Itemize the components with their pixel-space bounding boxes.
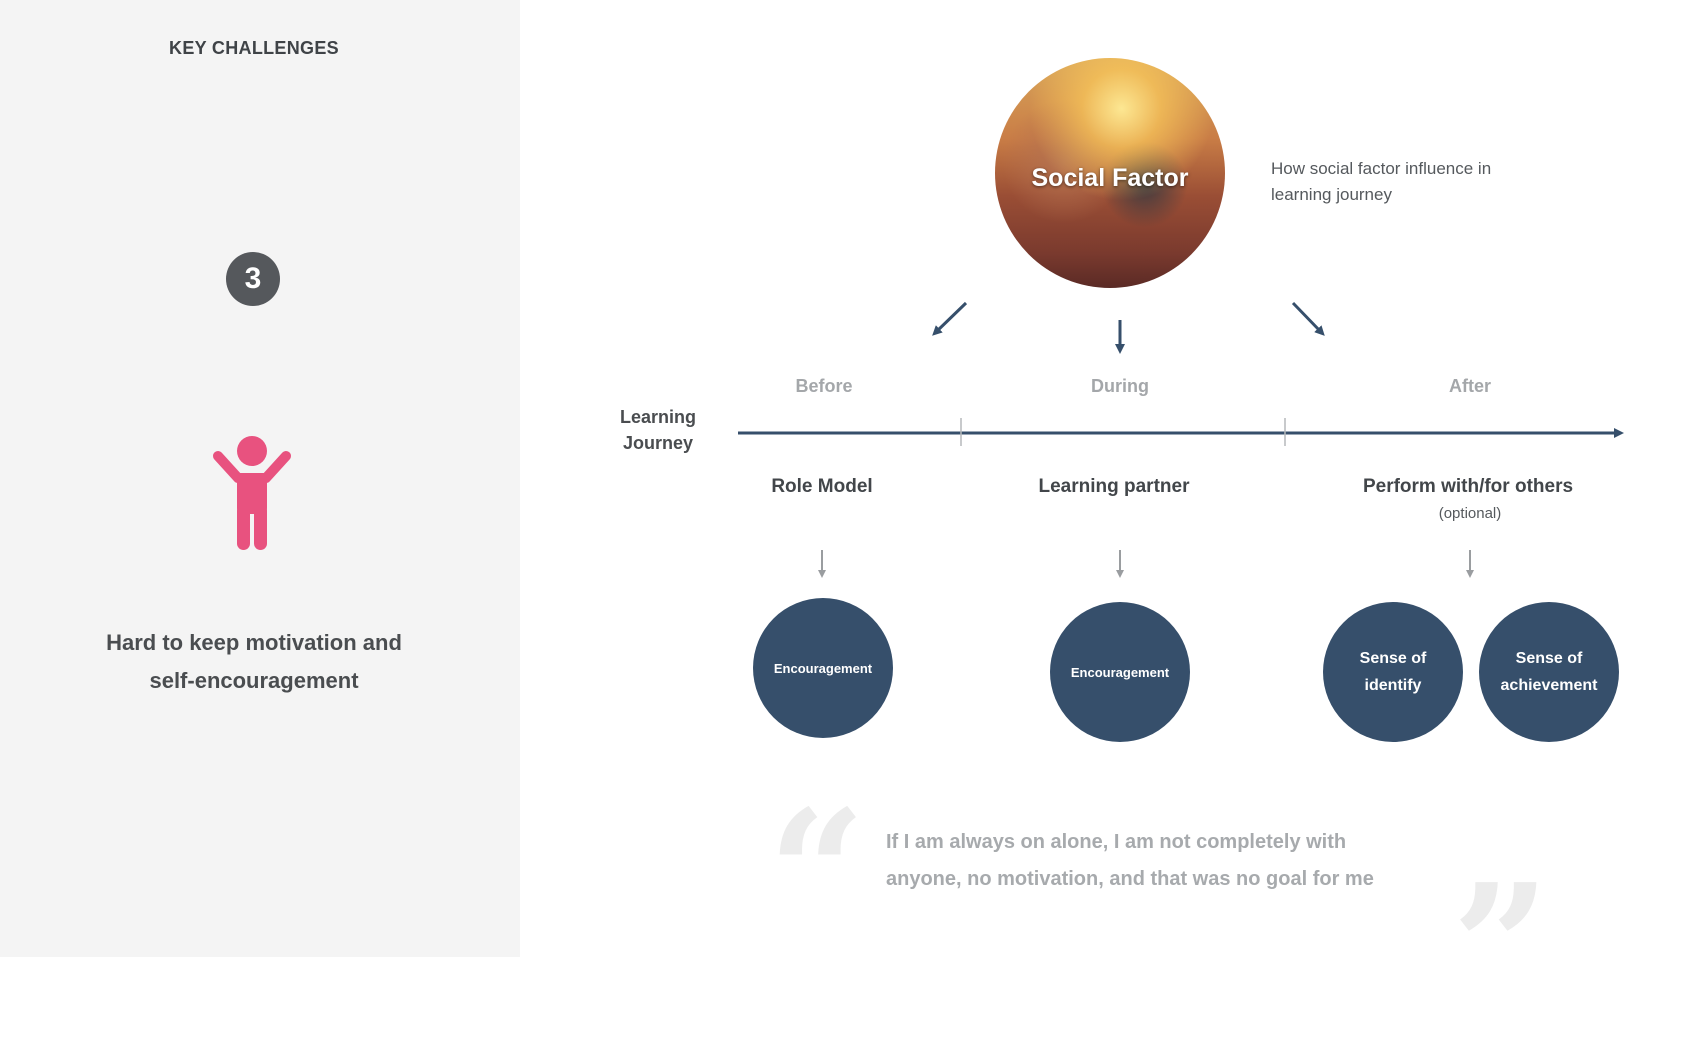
social-factor-description: How social factor influence in learning … bbox=[1271, 156, 1531, 208]
panel-heading: KEY CHALLENGES bbox=[169, 38, 339, 58]
challenge-description: Hard to keep motivation and self-encoura… bbox=[60, 624, 448, 700]
open-quote-icon: “ bbox=[768, 773, 866, 973]
outcome-sense-of-achievement: Sense of achievement bbox=[1479, 602, 1619, 742]
description-line-1: How social factor influence in bbox=[1271, 159, 1492, 178]
close-quote-icon: ” bbox=[1452, 847, 1550, 1047]
outcome-sense-of-identify: Sense of identify bbox=[1323, 602, 1463, 742]
challenge-line-2: self-encouragement bbox=[149, 668, 359, 693]
description-line-2: learning journey bbox=[1271, 185, 1392, 204]
outcome-label-line-1: Sense of bbox=[1515, 650, 1583, 667]
outcome-encouragement-1: Encouragement bbox=[753, 598, 893, 738]
outcome-label: Encouragement bbox=[1070, 664, 1170, 680]
journey-label-line-1: Learning bbox=[619, 407, 696, 427]
social-factor-photo bbox=[995, 58, 1225, 288]
challenge-line-1: Hard to keep motivation and bbox=[106, 630, 402, 655]
quote-line-2: anyone, no motivation, and that was no g… bbox=[886, 868, 1374, 890]
phase-after: After bbox=[1448, 376, 1491, 396]
optional-note: (optional) bbox=[1438, 505, 1502, 522]
journey-label-line-2: Journey bbox=[622, 433, 694, 453]
factor-perform-with-others: Perform with/for others bbox=[1362, 476, 1574, 497]
quote-line-1: If I am always on alone, I am not comple… bbox=[886, 831, 1347, 853]
outcome-label-line-1: Sense of bbox=[1359, 650, 1427, 667]
key-challenges-panel: KEY CHALLENGES 3 Hard to keep motivation… bbox=[0, 0, 520, 957]
challenge-number-badge: 3 bbox=[226, 252, 280, 306]
factor-role-model: Role Model bbox=[771, 476, 873, 497]
user-quote: If I am always on alone, I am not comple… bbox=[886, 824, 1446, 898]
social-factor-label: Social Factor bbox=[1031, 164, 1189, 192]
arrow-to-before bbox=[932, 301, 968, 336]
phase-during: During bbox=[1091, 376, 1149, 396]
outcome-label-line-2: achievement bbox=[1500, 677, 1598, 694]
learning-journey-label: Learning Journey bbox=[598, 404, 718, 456]
outcome-label-line-2: identify bbox=[1364, 677, 1422, 694]
outcome-label: Encouragement bbox=[773, 660, 873, 676]
factor-learning-partner: Learning partner bbox=[1038, 476, 1190, 497]
outcome-encouragement-2: Encouragement bbox=[1050, 602, 1190, 742]
arrow-to-after bbox=[1291, 301, 1325, 336]
phase-before: Before bbox=[795, 376, 853, 396]
person-arms-raised-icon bbox=[213, 436, 291, 550]
journey-diagram-lines bbox=[738, 301, 1624, 578]
